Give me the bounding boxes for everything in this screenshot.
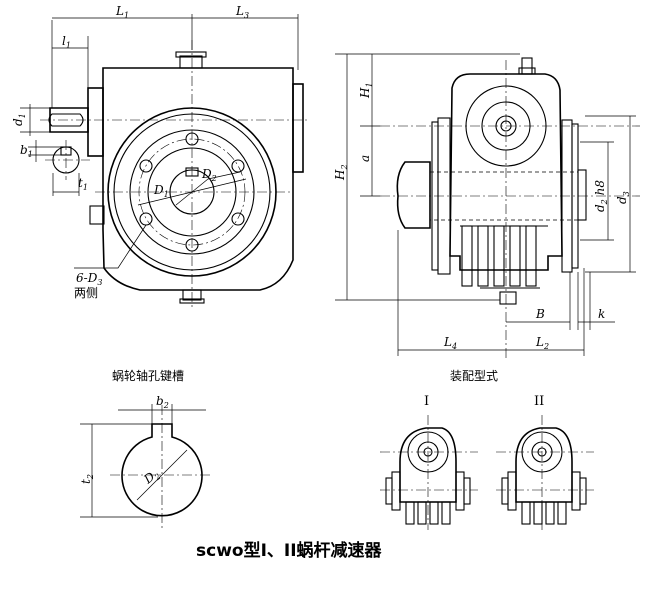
caption-assembly: 装配型式 <box>450 369 498 383</box>
dim-L4: L4 <box>443 335 457 351</box>
label-type-II: II <box>534 394 544 409</box>
side-input-boss <box>396 161 431 229</box>
caption-both-sides: 两侧 <box>74 286 98 300</box>
dim-t1: t1 <box>78 176 88 192</box>
figure-title: scwo型I、II蜗杆减速器 <box>196 540 383 561</box>
dim-B: B <box>535 307 545 321</box>
dim-L3: L3 <box>235 4 249 20</box>
assembly-type-I <box>380 415 478 530</box>
dim-D2: D2 <box>201 167 217 183</box>
front-left-boss <box>87 87 104 157</box>
front-view <box>20 14 310 310</box>
dim-a: a <box>358 155 372 162</box>
dim-L2: L2 <box>535 335 549 351</box>
dim-H1: H1 <box>358 82 374 99</box>
dim-b1: b1 <box>20 143 33 159</box>
dim-l1: l1 <box>62 34 71 50</box>
caption-keyway: 蜗轮轴孔键槽 <box>112 368 184 383</box>
side-top-plug <box>521 57 533 75</box>
side-bottom-nut <box>499 291 517 305</box>
side-view <box>335 53 640 360</box>
dim-t2: t2 <box>79 474 95 484</box>
assembly-type-II <box>496 415 594 530</box>
dim-d1: d1 <box>11 113 27 126</box>
dim-H2: H2 <box>333 164 349 181</box>
dim-k: k <box>598 307 605 321</box>
keyway-bore-outline <box>121 423 203 517</box>
side-housing <box>449 73 563 271</box>
dim-D1: D1 <box>153 183 169 199</box>
dim-6-D3: 6-D3 <box>76 271 102 287</box>
dim-L1: L1 <box>115 4 129 20</box>
front-right-boss <box>292 83 304 173</box>
top-plug <box>179 55 203 69</box>
side-plug <box>89 205 105 225</box>
keyway-detail <box>80 404 210 530</box>
label-type-I: I <box>424 394 429 409</box>
dim-d3: d3 <box>615 191 631 204</box>
dim-b2: b2 <box>156 394 169 410</box>
dim-d2h8: d2 h8 <box>593 180 609 212</box>
side-fins <box>460 225 548 287</box>
